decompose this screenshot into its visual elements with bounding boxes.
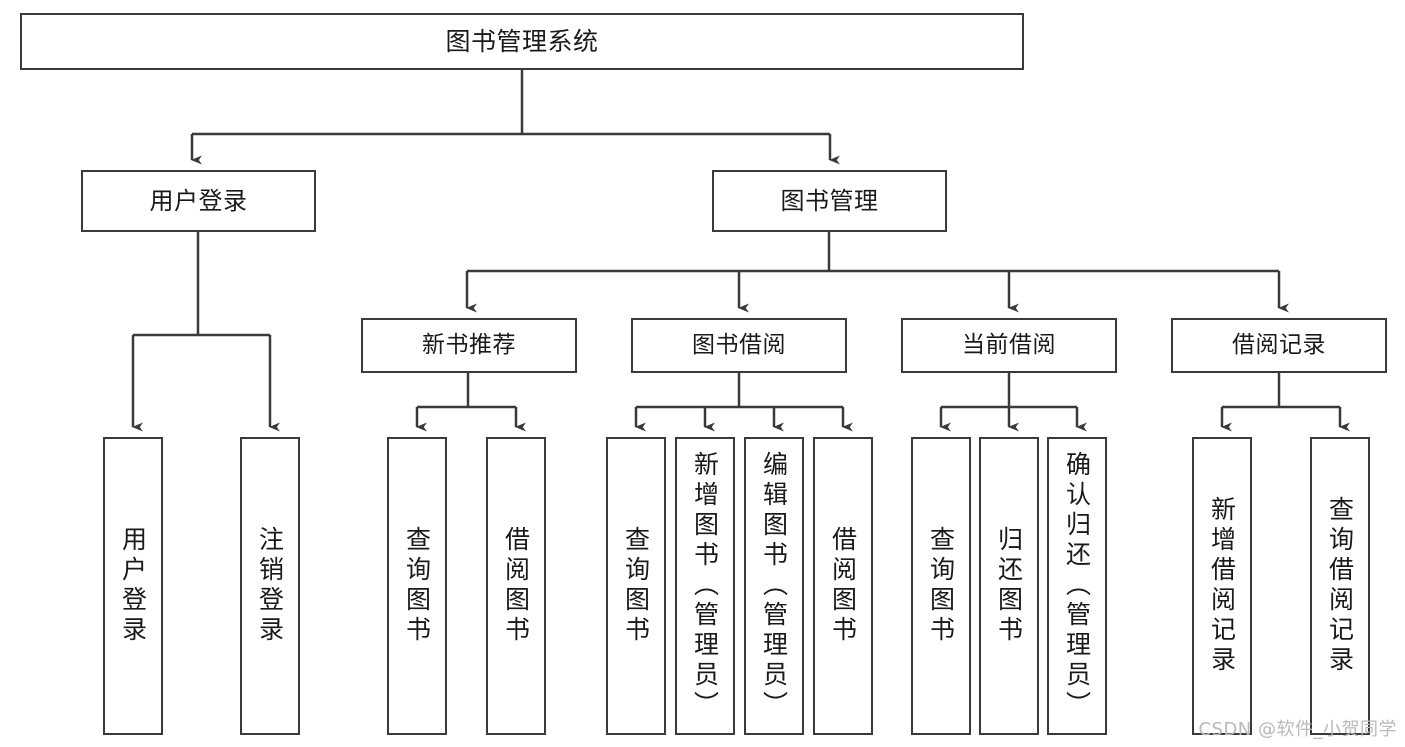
- node-user-login[interactable]: 用户登录: [81, 170, 316, 232]
- leaf-borrow-book[interactable]: 借阅图书: [813, 437, 873, 735]
- leaf-confirm-return-admin[interactable]: 确认归还（管理员）: [1047, 437, 1107, 735]
- node-current-borrow-label: 当前借阅: [962, 331, 1056, 358]
- leaf-confirm-return-admin-label: 确认归还（管理员）: [1062, 451, 1092, 721]
- node-root-label: 图书管理系统: [445, 26, 599, 56]
- node-borrow-record[interactable]: 借阅记录: [1171, 318, 1387, 373]
- node-root[interactable]: 图书管理系统: [20, 13, 1024, 70]
- leaf-borrow-book-recommend-label: 借阅图书: [501, 526, 531, 646]
- leaf-query-borrow-record[interactable]: 查询借阅记录: [1310, 437, 1370, 735]
- node-borrow-record-label: 借阅记录: [1232, 331, 1326, 358]
- leaf-user-login-label: 用户登录: [118, 526, 148, 646]
- node-book-management[interactable]: 图书管理: [712, 170, 947, 232]
- leaf-query-borrow-record-label: 查询借阅记录: [1325, 496, 1355, 676]
- node-user-login-label: 用户登录: [149, 186, 248, 215]
- leaf-query-book-recommend-label: 查询图书: [402, 526, 432, 646]
- node-book-management-label: 图书管理: [780, 186, 879, 215]
- leaf-add-book-admin[interactable]: 新增图书（管理员）: [675, 437, 735, 735]
- csdn-watermark: CSDN @软件_小贺同学: [1198, 719, 1397, 740]
- leaf-query-book-borrow[interactable]: 查询图书: [606, 437, 666, 735]
- leaf-query-book-current[interactable]: 查询图书: [911, 437, 971, 735]
- leaf-borrow-book-label: 借阅图书: [828, 526, 858, 646]
- leaf-query-book-current-label: 查询图书: [926, 526, 956, 646]
- leaf-logout[interactable]: 注销登录: [240, 437, 300, 735]
- node-book-borrow[interactable]: 图书借阅: [631, 318, 847, 373]
- leaf-return-book[interactable]: 归还图书: [979, 437, 1039, 735]
- leaf-query-book-recommend[interactable]: 查询图书: [387, 437, 447, 735]
- leaf-edit-book-admin-label: 编辑图书（管理员）: [759, 451, 789, 721]
- node-current-borrow[interactable]: 当前借阅: [901, 318, 1117, 373]
- node-new-book-recommend[interactable]: 新书推荐: [361, 318, 577, 373]
- node-new-book-recommend-label: 新书推荐: [422, 331, 516, 358]
- node-book-borrow-label: 图书借阅: [692, 331, 786, 358]
- leaf-user-login[interactable]: 用户登录: [103, 437, 163, 735]
- leaf-borrow-book-recommend[interactable]: 借阅图书: [486, 437, 546, 735]
- leaf-add-borrow-record-label: 新增借阅记录: [1207, 496, 1237, 676]
- leaf-logout-label: 注销登录: [255, 526, 285, 646]
- leaf-query-book-borrow-label: 查询图书: [621, 526, 651, 646]
- leaf-edit-book-admin[interactable]: 编辑图书（管理员）: [744, 437, 804, 735]
- leaf-add-borrow-record[interactable]: 新增借阅记录: [1192, 437, 1252, 735]
- leaf-add-book-admin-label: 新增图书（管理员）: [690, 451, 720, 721]
- leaf-return-book-label: 归还图书: [994, 526, 1024, 646]
